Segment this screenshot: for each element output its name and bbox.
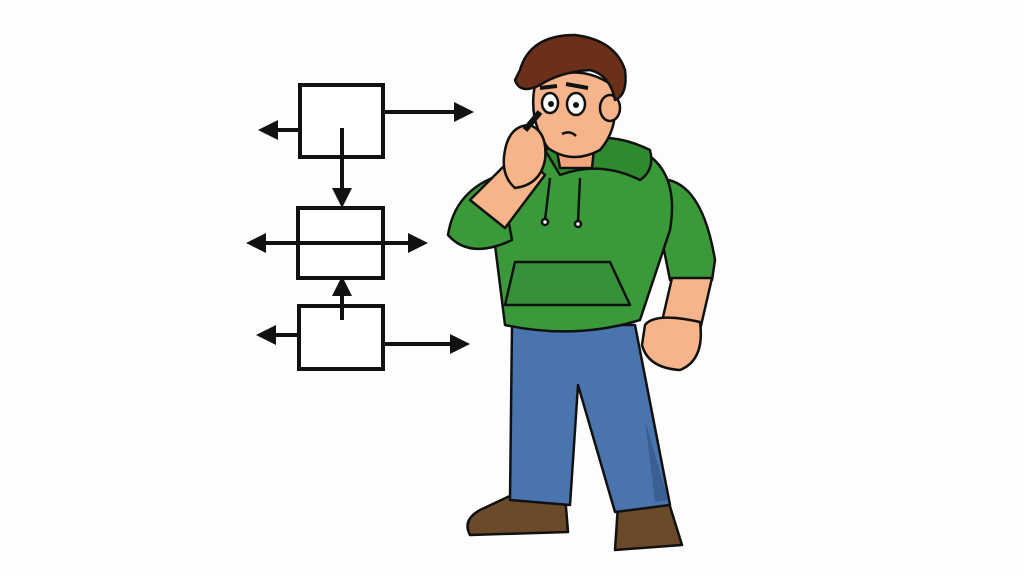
eyebrows xyxy=(539,82,589,90)
mouth xyxy=(561,131,577,137)
left-boot xyxy=(466,493,570,537)
hoodie-drawstring-left xyxy=(543,177,552,221)
hoodie-pocket xyxy=(503,260,632,307)
left-ear xyxy=(598,93,622,123)
flowchart-diagram xyxy=(246,83,474,371)
hair xyxy=(513,33,627,102)
hoodie-drawstring-right xyxy=(576,177,582,223)
thinking-hand xyxy=(502,123,547,190)
jeans xyxy=(508,323,672,514)
thinking-person xyxy=(446,33,717,552)
right-fist xyxy=(640,316,703,372)
